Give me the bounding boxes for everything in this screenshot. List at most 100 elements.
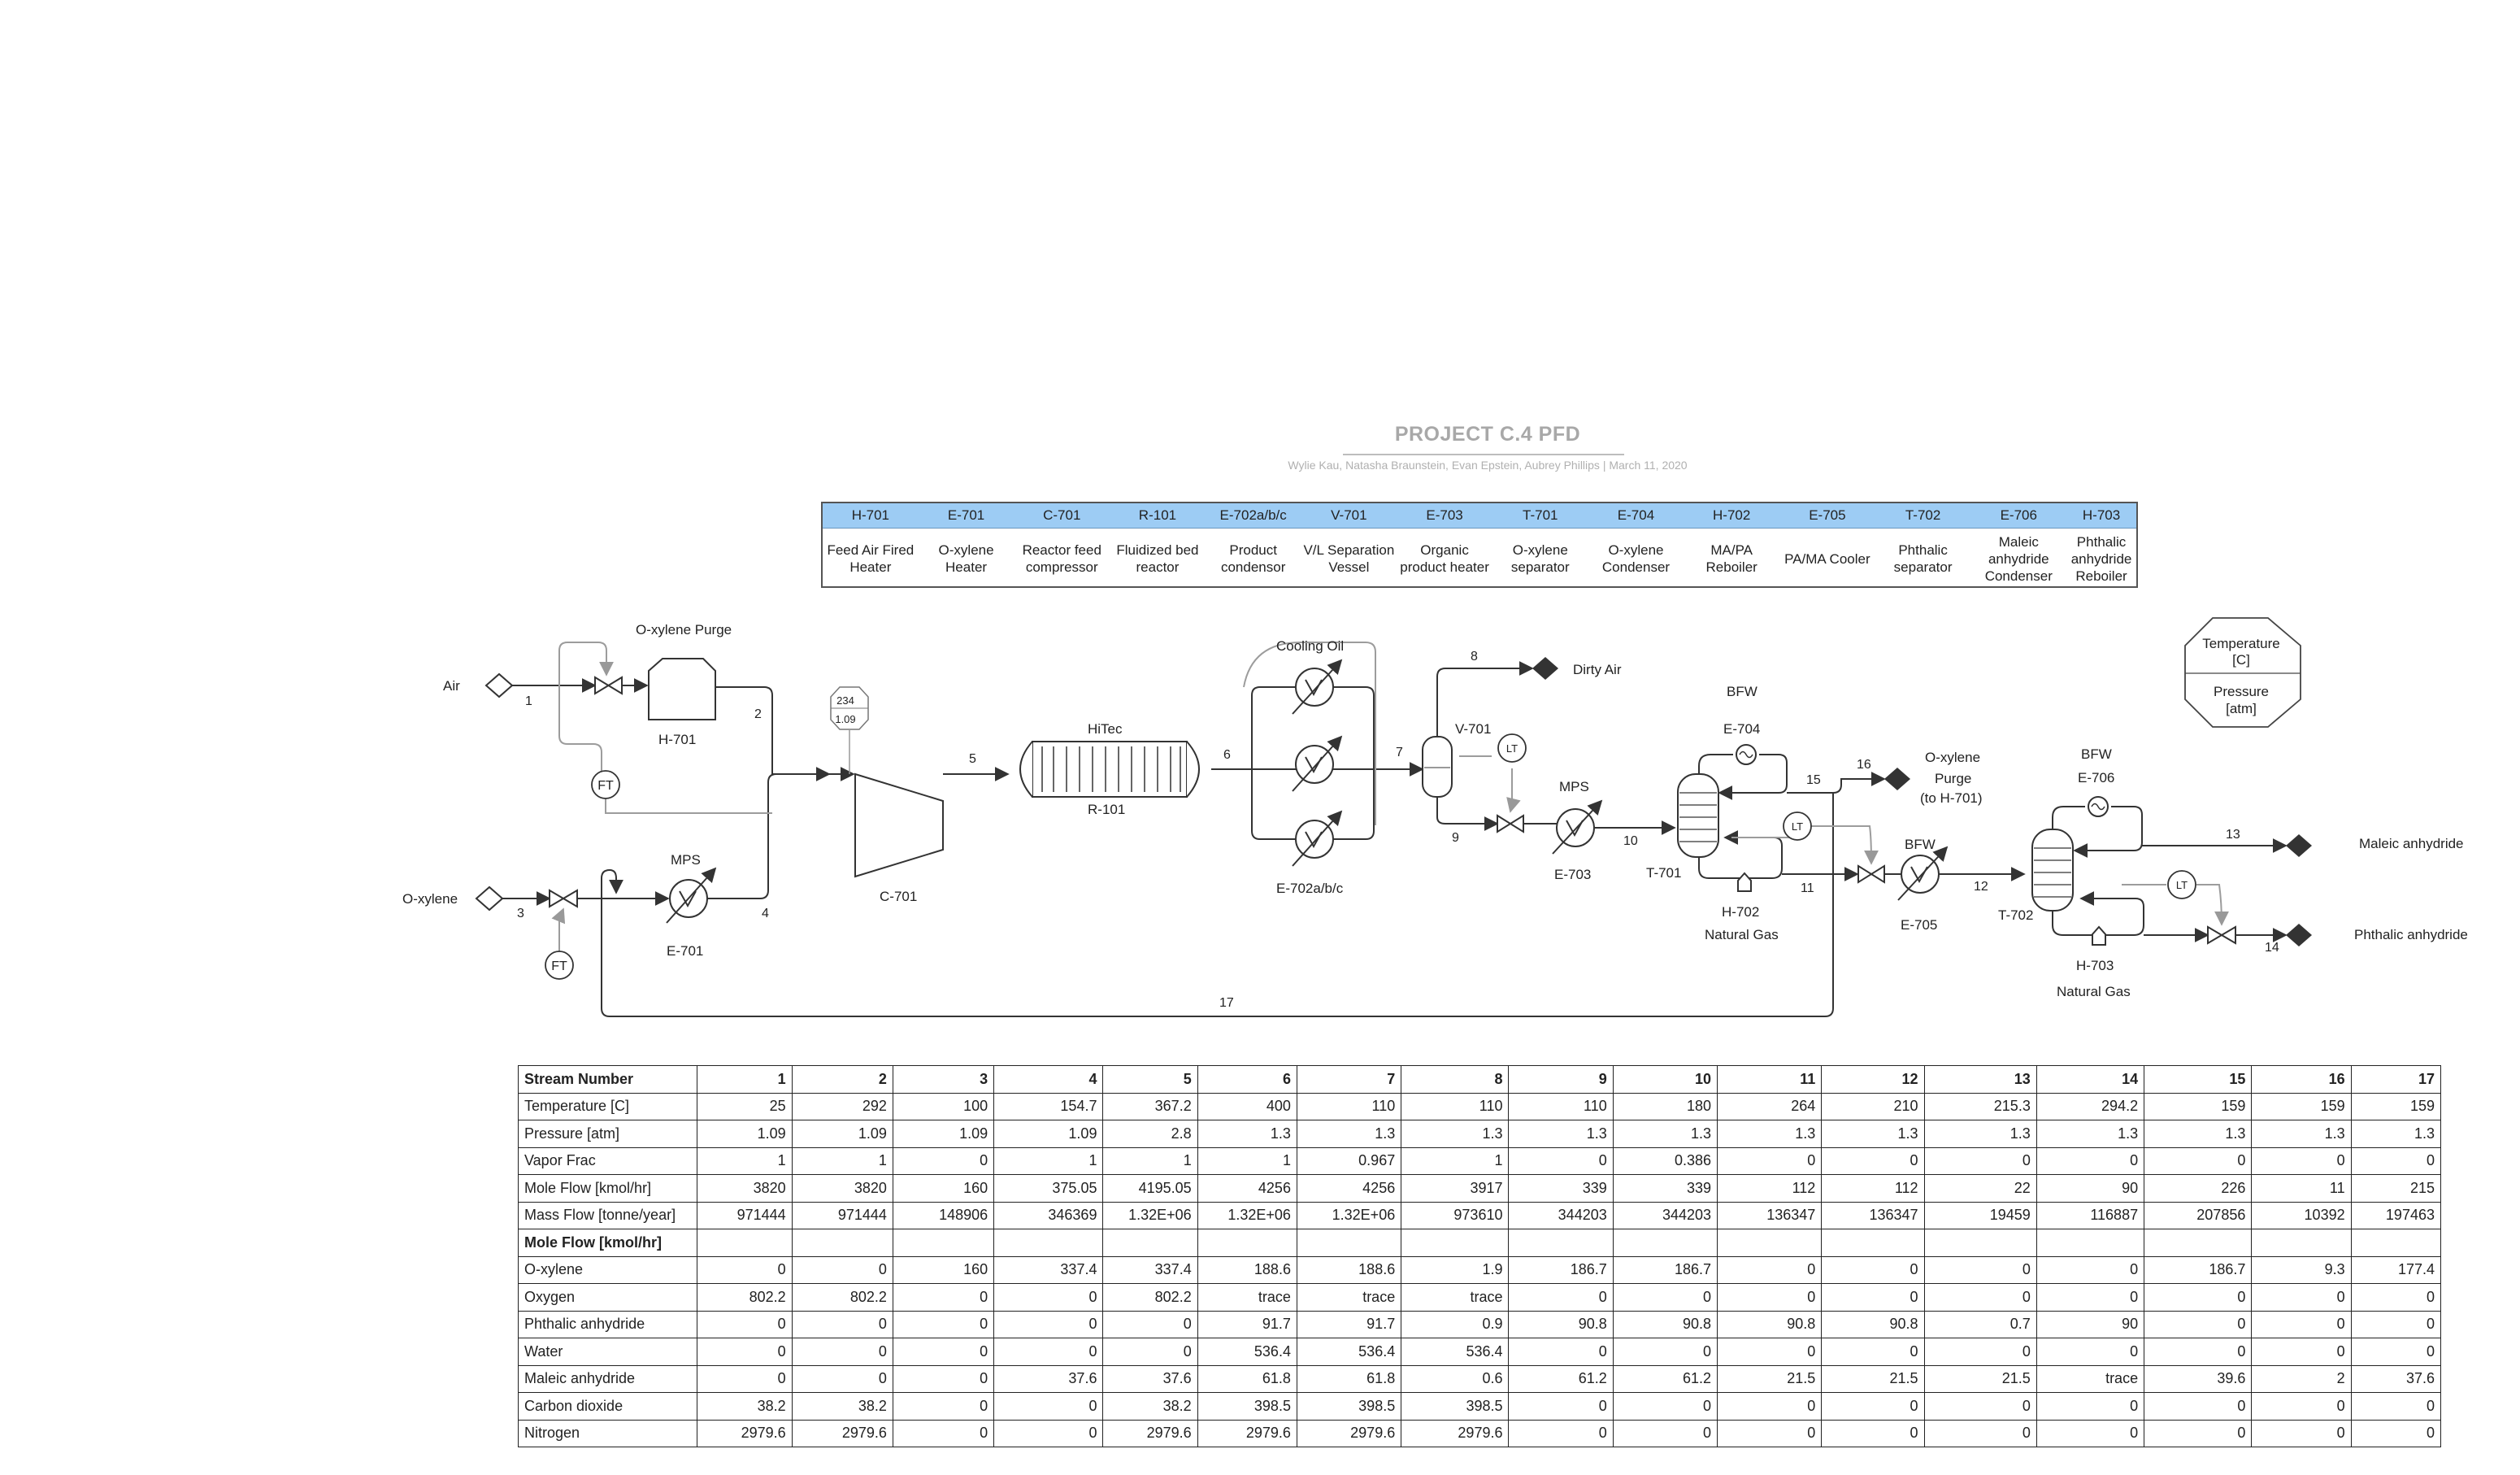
- table-cell: 1: [1401, 1146, 1510, 1175]
- table-cell: 0: [1821, 1392, 1925, 1421]
- table-cell: 136347: [1821, 1201, 1925, 1229]
- lt-v701-label: LT: [1506, 742, 1518, 755]
- table-cell: 2.8: [1102, 1120, 1198, 1148]
- equipment-tag: H-703: [2082, 507, 2121, 523]
- table-cell: 0: [2144, 1392, 2253, 1421]
- table-cell: 0: [1717, 1146, 1823, 1175]
- table-cell: 0: [2350, 1310, 2442, 1338]
- oxylene-feed-diamond-icon: [475, 885, 504, 912]
- equipment-name: MA/PA Reboiler: [1705, 542, 1757, 575]
- table-cell: 375.05: [993, 1174, 1104, 1203]
- r101-label: R-101: [1088, 802, 1125, 817]
- table-cell: 110: [1296, 1092, 1402, 1120]
- table-cell: 802.2: [1102, 1283, 1198, 1312]
- table-cell: 0: [1821, 1255, 1925, 1284]
- equipment-tag: C-701: [1043, 507, 1081, 523]
- table-cell: 0: [791, 1364, 893, 1393]
- table-cell: 22: [1923, 1174, 2037, 1203]
- table-cell: 802.2: [791, 1283, 893, 1312]
- lt-t701-label: LT: [1792, 820, 1803, 833]
- table-cell: 110: [1401, 1092, 1510, 1120]
- table-cell: 1.3: [2144, 1120, 2253, 1148]
- table-cell: [1197, 1229, 1297, 1257]
- v701-label: V-701: [1455, 721, 1491, 737]
- table-cell: [2251, 1229, 2352, 1257]
- stream-17-line: [601, 793, 1834, 1017]
- stream-number-16: 16: [1857, 758, 1871, 772]
- table-cell: 0: [2251, 1283, 2352, 1312]
- table-cell: 0: [791, 1338, 893, 1366]
- table-cell: 112: [1717, 1174, 1823, 1203]
- table-cell: 188.6: [1197, 1255, 1297, 1284]
- table-cell: 0: [1612, 1338, 1718, 1366]
- table-cell: 0: [697, 1255, 793, 1284]
- table-cell: 0: [697, 1338, 793, 1366]
- ft-air-label: FT: [597, 779, 614, 793]
- table-cell: 160: [892, 1255, 995, 1284]
- table-cell: 0: [1508, 1338, 1614, 1366]
- table-cell: 0: [1612, 1283, 1718, 1312]
- r101-reactor-icon: [1019, 741, 1200, 798]
- stream-number-12: 12: [1974, 880, 1988, 894]
- table-cell: 1.32E+06: [1102, 1201, 1198, 1229]
- table-cell: 0: [2144, 1283, 2253, 1312]
- ft1-signal-line: [558, 685, 602, 777]
- stream-number-3: 3: [517, 907, 524, 920]
- equipment-name: O-xylene separator: [1510, 542, 1570, 575]
- equipment-tag: V-701: [1331, 507, 1367, 523]
- purge-label-1: O-xylene: [1925, 750, 1980, 765]
- table-cell: 90: [2036, 1310, 2145, 1338]
- table-cell: 210: [1821, 1092, 1925, 1120]
- stream-8-line: [1436, 661, 1534, 738]
- table-cell: 17: [2350, 1065, 2442, 1094]
- stream-number-2: 2: [754, 707, 762, 721]
- table-cell: 0: [993, 1419, 1104, 1447]
- table-cell: 2979.6: [697, 1419, 793, 1447]
- row-label: Oxygen: [517, 1283, 698, 1312]
- bfw-e704-label: BFW: [1727, 684, 1757, 699]
- row-label: Nitrogen: [517, 1419, 698, 1447]
- hitec-label: HiTec: [1088, 721, 1123, 737]
- table-cell: 1.09: [697, 1120, 793, 1148]
- bfw-e705-label: BFW: [1905, 837, 1936, 852]
- table-cell: 0.9: [1401, 1310, 1510, 1338]
- air-label: Air: [443, 678, 460, 694]
- equipment-tag: E-702a/b/c: [1219, 507, 1287, 523]
- table-cell: 25: [697, 1092, 793, 1120]
- row-label: Carbon dioxide: [517, 1392, 698, 1421]
- table-cell: 160: [892, 1174, 995, 1203]
- title-divider: [1343, 454, 1624, 455]
- table-cell: 21.5: [1717, 1364, 1823, 1393]
- table-cell: 6: [1197, 1065, 1297, 1094]
- table-cell: 90.8: [1612, 1310, 1718, 1338]
- table-cell: 3820: [697, 1174, 793, 1203]
- table-cell: 110: [1508, 1092, 1614, 1120]
- table-cell: 10: [1612, 1065, 1718, 1094]
- t701-column-icon: [1677, 773, 1719, 858]
- table-cell: 1.3: [1923, 1120, 2037, 1148]
- row-label: Mole Flow [kmol/hr]: [517, 1229, 698, 1257]
- table-cell: 0: [2350, 1146, 2442, 1175]
- table-cell: 1.3: [1401, 1120, 1510, 1148]
- table-cell: 1.09: [791, 1120, 893, 1148]
- table-cell: 1.3: [1717, 1120, 1823, 1148]
- equipment-name: Maleic anhydride Condenser: [1984, 533, 2053, 584]
- equipment-tag: H-701: [851, 507, 889, 523]
- maleic-product-icon: [2286, 834, 2312, 857]
- table-cell: 16: [2251, 1065, 2352, 1094]
- table-cell: 0: [993, 1310, 1104, 1338]
- row-label: Stream Number: [517, 1065, 698, 1094]
- table-cell: 2979.6: [1197, 1419, 1297, 1447]
- row-label: Pressure [atm]: [517, 1120, 698, 1148]
- table-cell: 0: [2251, 1310, 2352, 1338]
- table-cell: 337.4: [993, 1255, 1104, 1284]
- table-cell: 0: [1612, 1419, 1718, 1447]
- table-cell: 2979.6: [791, 1419, 893, 1447]
- table-cell: 339: [1508, 1174, 1614, 1203]
- oxylene-purge-label: O-xylene Purge: [636, 622, 732, 637]
- table-cell: [993, 1229, 1104, 1257]
- equipment-tag: E-706: [2000, 507, 2037, 523]
- table-cell: trace: [1197, 1283, 1297, 1312]
